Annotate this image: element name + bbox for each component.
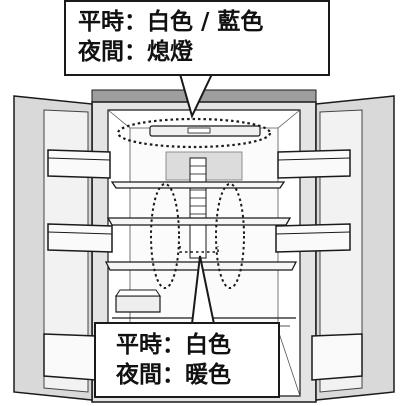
right-door-bin-lower bbox=[311, 333, 363, 381]
interior-corner-line bbox=[277, 109, 301, 129]
left-door-bin-lower bbox=[43, 333, 97, 381]
callout-bottom-line-night: 夜間：暖色 bbox=[116, 362, 231, 388]
callout-bottom-lighting: 平時：白色 夜間：暖色 bbox=[94, 322, 280, 398]
right-door-bin-upper bbox=[277, 149, 351, 179]
ice-tray bbox=[115, 295, 161, 313]
callout-bottom-pointer bbox=[191, 255, 215, 325]
callout-top-line-night: 夜間：熄燈 bbox=[78, 39, 193, 65]
left-door-bin-upper bbox=[47, 149, 111, 179]
shelf-middle bbox=[106, 217, 292, 226]
bin-rim bbox=[47, 157, 111, 161]
rear-vent bbox=[189, 157, 207, 259]
right-door-liner bbox=[319, 109, 363, 393]
bin-rim bbox=[275, 231, 351, 235]
callout-top-lighting: 平時：白色 / 藍色 夜間：熄燈 bbox=[64, 0, 330, 76]
rear-vent-slats bbox=[190, 165, 206, 215]
left-door-bin-middle bbox=[47, 223, 113, 253]
right-door-bin-middle bbox=[275, 223, 351, 253]
callout-top-line-day: 平時：白色 / 藍色 bbox=[78, 9, 264, 35]
callout-bottom-line-day: 平時：白色 bbox=[116, 332, 231, 358]
light-zone-top-highlight bbox=[116, 117, 272, 149]
bin-rim bbox=[47, 231, 113, 235]
interior-corner-line bbox=[277, 329, 301, 397]
interior-corner-line bbox=[107, 109, 131, 129]
light-zone-right-highlight bbox=[215, 183, 245, 289]
ceiling-light-lens bbox=[187, 127, 211, 134]
light-zone-left-highlight bbox=[150, 183, 180, 289]
shelf-upper bbox=[110, 181, 286, 189]
callout-top-pointer bbox=[179, 73, 213, 119]
bin-rim bbox=[277, 157, 351, 161]
ice-tray-top bbox=[115, 289, 161, 297]
